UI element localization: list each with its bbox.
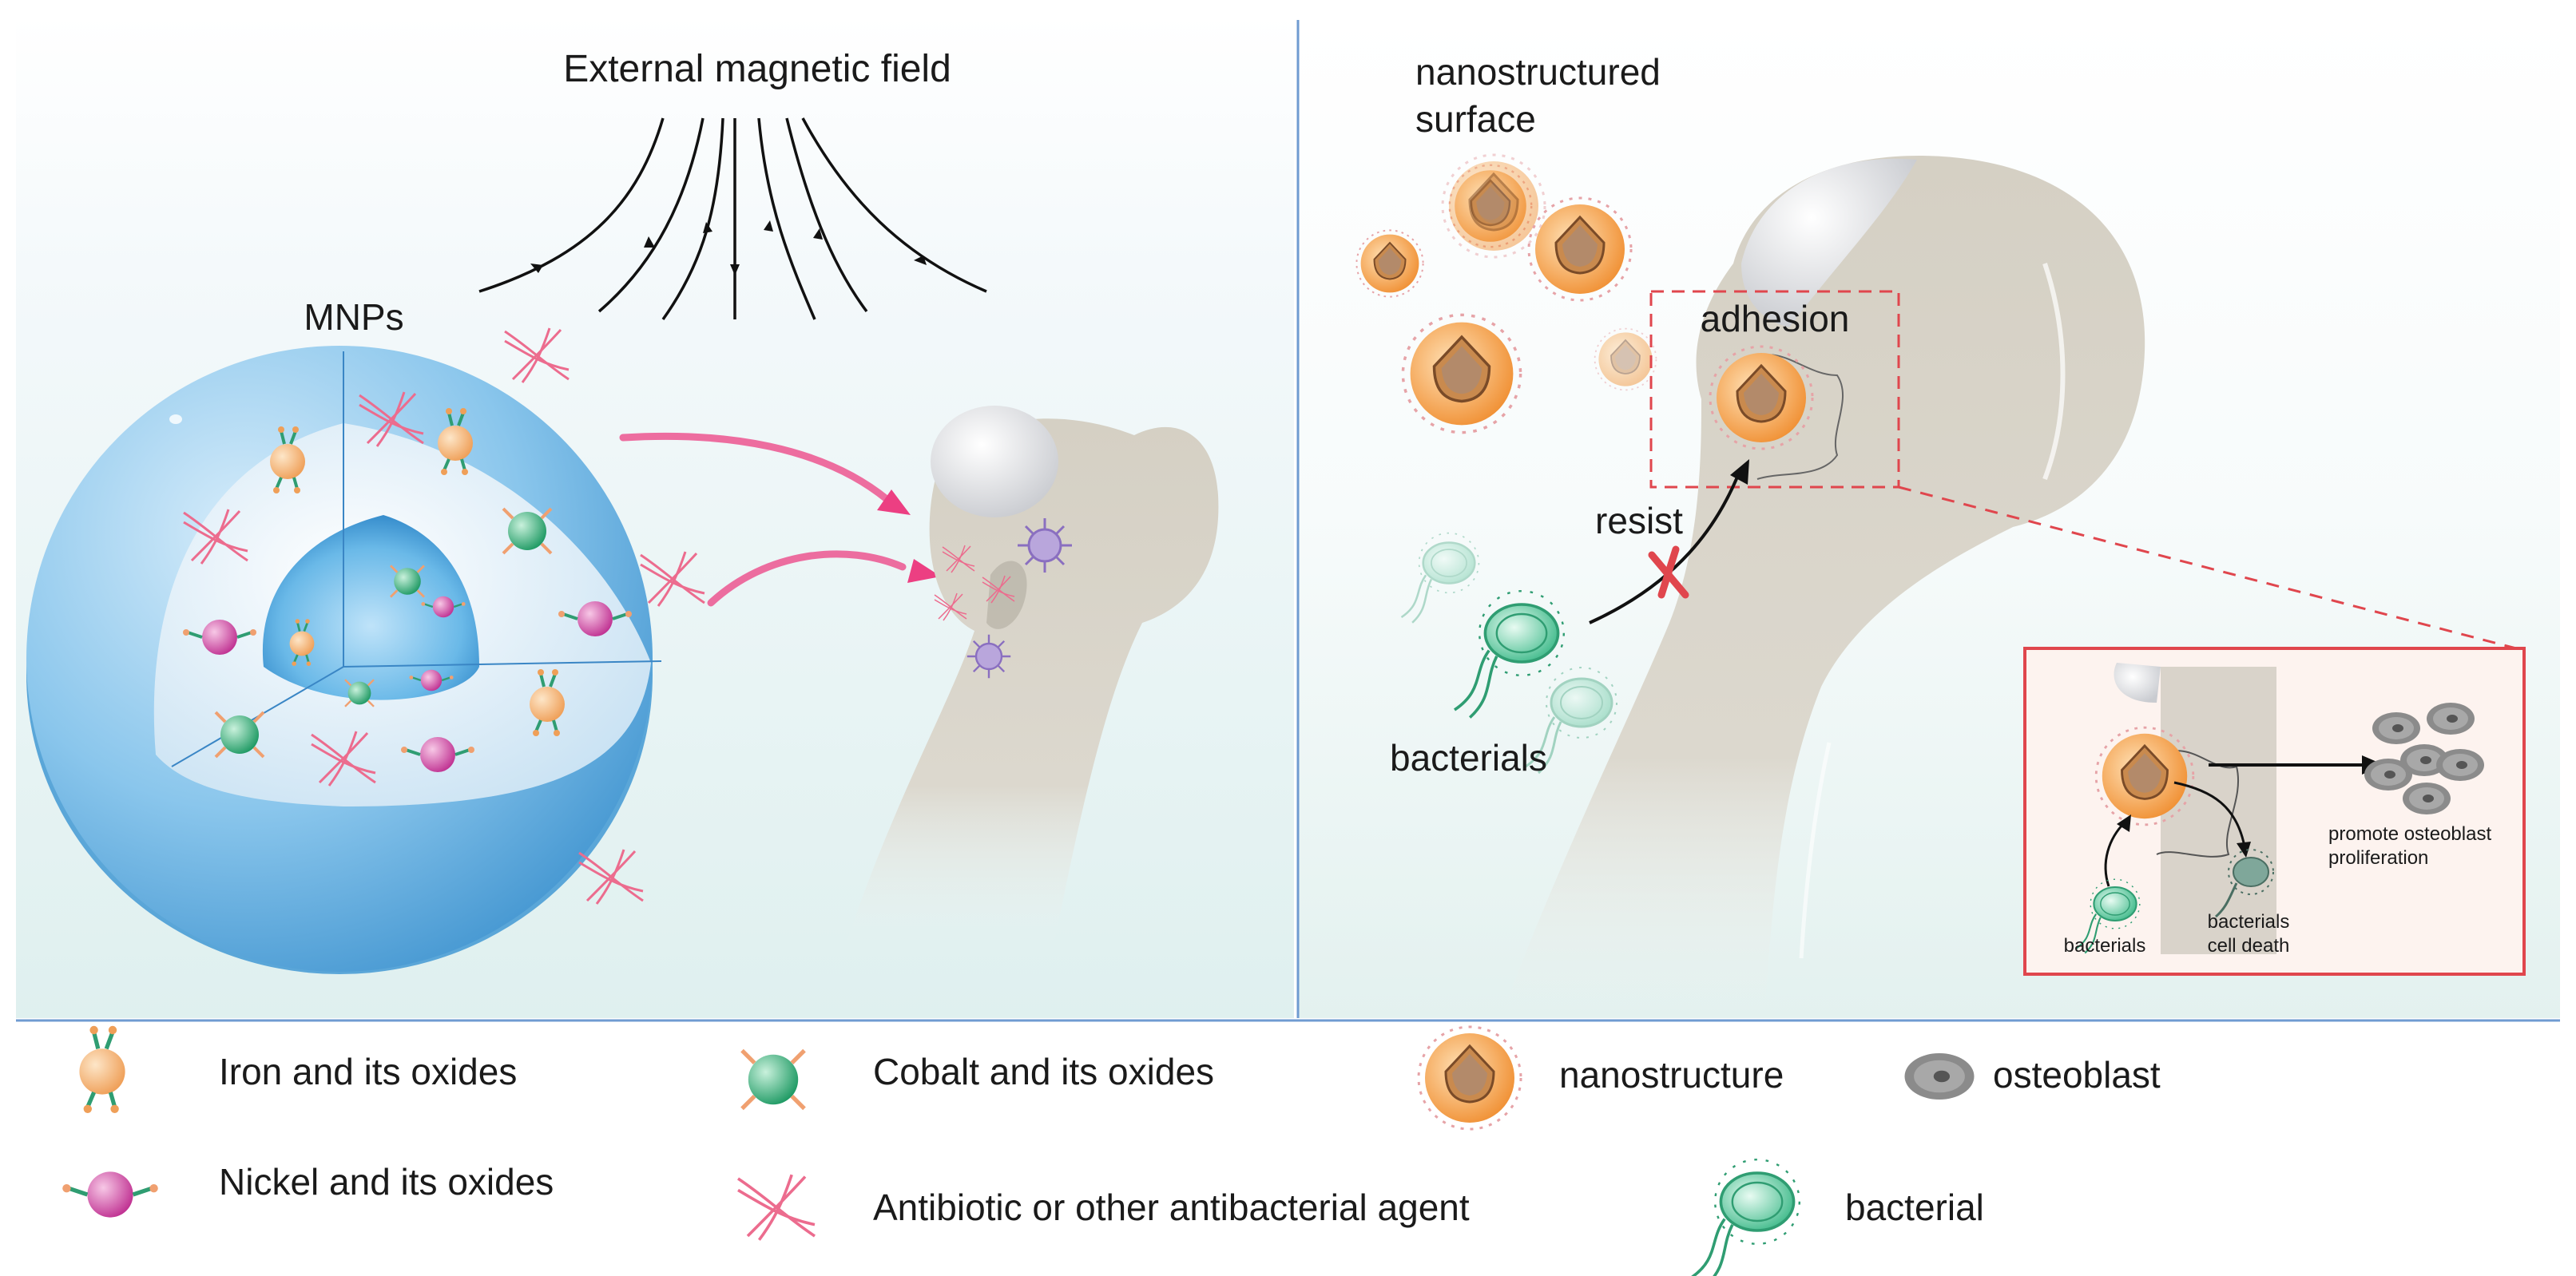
inset-death-line2: cell death [2208,935,2290,957]
resist-arrow [1589,470,1741,624]
mnp-sphere [26,346,662,974]
adhesion-label: adhesion [1701,298,1850,339]
legend-antibiotic-label: Antibiotic or other antibacterial agent [873,1187,1470,1228]
arrowhead [1730,459,1749,485]
arrowhead [907,559,941,583]
inset-panel [2023,647,2526,976]
legend: Iron and its oxides Nickel and its oxide… [62,1026,2161,1276]
legend-nickel-label: Nickel and its oxides [219,1161,554,1203]
delivery-arrows [619,432,907,607]
field-label: External magnetic field [563,48,951,90]
legend-iron-icon [79,1026,125,1113]
legend-cobalt-label: Cobalt and its oxides [873,1051,1214,1092]
bone-large [1502,156,2145,1014]
block-cross [1648,545,1689,599]
surface-label-line2: surface [1415,98,1536,140]
inset-death-line1: bacterials [2208,911,2290,933]
surface-label-line1: nanostructured [1415,51,1661,93]
legend-bacterial-icon [1689,1158,1801,1276]
legend-antibiotic-icon [736,1173,816,1242]
magnetic-field-lines [478,117,987,321]
legend-bacterial-label: bacterial [1845,1187,1984,1228]
zoom-line [1898,485,2517,650]
legend-nanostructure-icon [1417,1025,1522,1131]
inset-promote-line1: promote osteoblast [2328,823,2491,845]
adhesion-box [1649,290,1900,489]
sphere-core [262,515,479,700]
legend-iron-label: Iron and its oxides [219,1051,517,1092]
bone-small [847,406,1219,942]
bone-surface-contour [1752,354,1844,480]
legend-nickel-icon [62,1171,158,1217]
legend-osteoblast-label: osteoblast [1993,1054,2161,1096]
arrowhead [877,489,911,515]
legend-nanostructure-label: nanostructure [1559,1054,1784,1096]
bacterials-label: bacterials [1390,737,1547,779]
mnps-label: MNPs [304,296,403,338]
legend-osteoblast-icon [1904,1053,1975,1100]
field-arrowheads [530,220,927,275]
legend-cobalt-icon [742,1051,804,1109]
inset-promote-line2: proliferation [2328,847,2428,869]
resist-label: resist [1595,500,1683,541]
inset-bacterials-label: bacterials [2064,935,2146,957]
